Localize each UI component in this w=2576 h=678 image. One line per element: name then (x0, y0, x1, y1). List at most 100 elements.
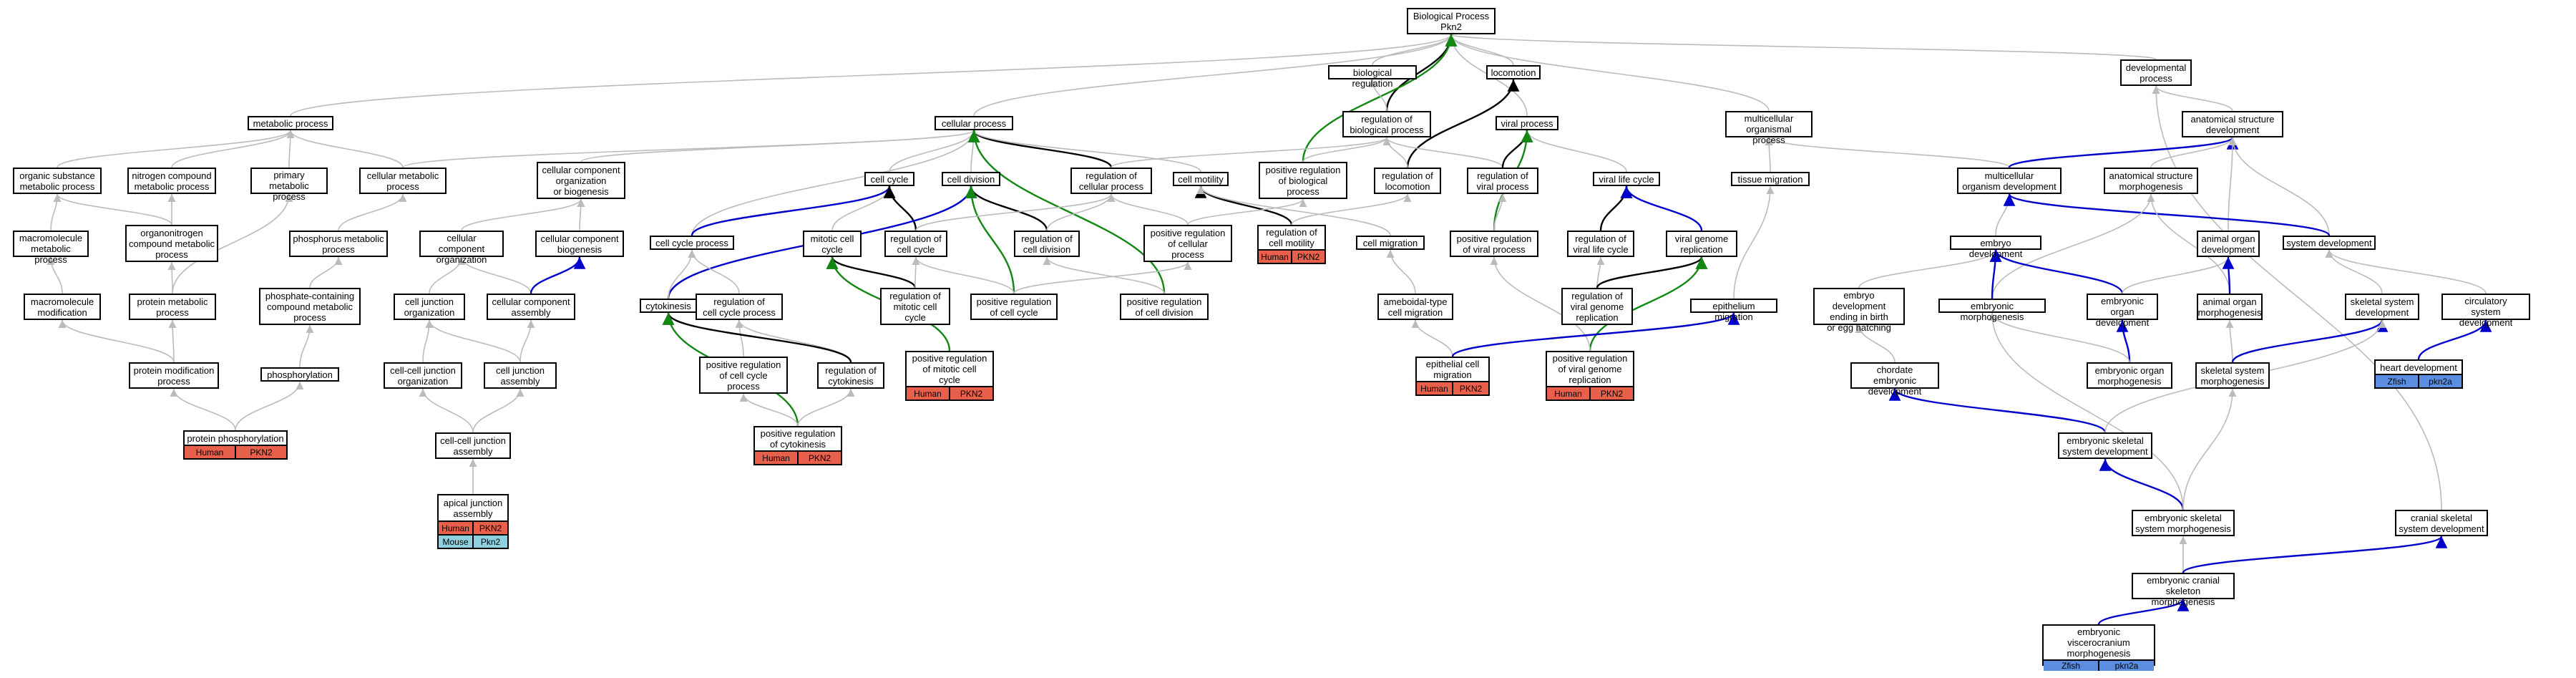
edge-phosph-to-phoscont (299, 324, 314, 368)
go-term-label-line: protein phosphorylation (187, 432, 284, 444)
edge-posregcp-to-regcp (1107, 193, 1189, 226)
edge-vlc-to-viralp (1523, 130, 1627, 173)
go-term-label-line: cell motility (1269, 238, 1314, 248)
go-term-label-line: macromolecule (30, 296, 94, 307)
go-term-label: cell motility (1174, 173, 1227, 185)
go-term-label-line: ameboidal-type (1383, 296, 1448, 307)
go-term-viralp: viral process (1496, 116, 1558, 130)
go-term-label-line: assembly (500, 375, 540, 387)
edge-posregcc-to-celldiv (965, 185, 1015, 294)
edge-skelmorph-to-aom (2225, 319, 2234, 363)
go-term-label-line: system development (2286, 238, 2372, 248)
go-term-label-line: organization (436, 254, 487, 265)
go-term-cellp: cellular process (935, 116, 1013, 130)
edge-embdev-to-multdev (1995, 193, 2014, 236)
go-term-label: metabolic process (249, 117, 332, 130)
edge-aod-to-anatdev (2228, 137, 2237, 231)
edge-breg-to-bp (1372, 34, 1455, 66)
go-term-label-line: process (273, 191, 306, 202)
go-term-label-line: embryo development (1968, 238, 2023, 259)
annotation-gene: pkn2a (2418, 375, 2462, 387)
go-term-label-line: migration (1433, 369, 1472, 380)
go-term-label-line: locomotion (1491, 67, 1536, 78)
edge-protphos-to-protmod (170, 388, 236, 431)
go-term-label-line: positive regulation (1150, 227, 1226, 238)
edge-regvgr-to-vgr (1596, 256, 1708, 289)
edge-ecsm-to-cranial (2182, 536, 2448, 573)
edge-regcyt-to-cytok (662, 312, 852, 363)
edge-cjassem-to-cjorg (425, 319, 521, 363)
go-term-label-line: Biological Process (1413, 10, 1490, 21)
go-term-label-line: process (1171, 248, 1204, 260)
go-term-label-line: heart development (2380, 362, 2457, 373)
edge-regmcc-to-mitcc (826, 256, 917, 289)
go-term-label-line: positive regulation (1265, 164, 1341, 175)
edge-ccjorg-to-cjorg (422, 319, 434, 363)
go-term-label-line: organonitrogen (140, 227, 203, 238)
go-term-label-line: system development (2459, 306, 2513, 328)
edge-cellmet-to-metab (286, 130, 404, 168)
go-term-label-line: regulation of (1575, 233, 1626, 244)
go-term-cellmot: cell motility (1173, 172, 1229, 186)
go-term-label-line: cell junction (405, 296, 454, 307)
go-term-label-line: circulatory (2464, 296, 2507, 306)
go-term-label-line: morphogenesis (2197, 306, 2262, 318)
go-term-label-line: cell-cell junction (390, 364, 456, 376)
edge-posregcc-to-posregcp (1013, 261, 1192, 294)
go-term-label-line: process (386, 180, 419, 192)
edge-epimig-to-tissmig (1733, 185, 1775, 299)
annotation-gene: PKN2 (472, 522, 507, 534)
go-term-label-line: protein metabolic (137, 296, 208, 307)
go-term-label-line: biogenesis (557, 243, 602, 255)
annotation-gene: PKN2 (1452, 382, 1488, 394)
go-term-label-line: biological process (1350, 124, 1424, 135)
go-term-label-line: of mitotic cell (922, 364, 977, 374)
edge-posregcd-to-cellp (967, 130, 1166, 294)
go-term-label: biological regulation (1330, 67, 1415, 89)
edge-skeldev-to-sysdev (2325, 249, 2383, 294)
edge-esksm-to-esksd (2099, 458, 2185, 510)
go-term-label: cell cycle (866, 173, 913, 185)
go-term-label-line: replication (1568, 374, 1611, 385)
go-term-label-line: regulation of (890, 233, 942, 244)
go-term-label-line: embryonic viscerocranium (2067, 626, 2130, 648)
go-term-label-line: regulation of (825, 364, 877, 376)
edge-posregcyt-to-posregccp (739, 393, 799, 427)
go-term-breg: biological regulation (1328, 65, 1417, 89)
go-term-label-line: morphogenesis (2119, 180, 2183, 192)
go-term-sysdev: system development (2283, 236, 2376, 250)
annotation-species: Zfish (2061, 661, 2080, 671)
go-term-label: heart development (2376, 361, 2462, 374)
